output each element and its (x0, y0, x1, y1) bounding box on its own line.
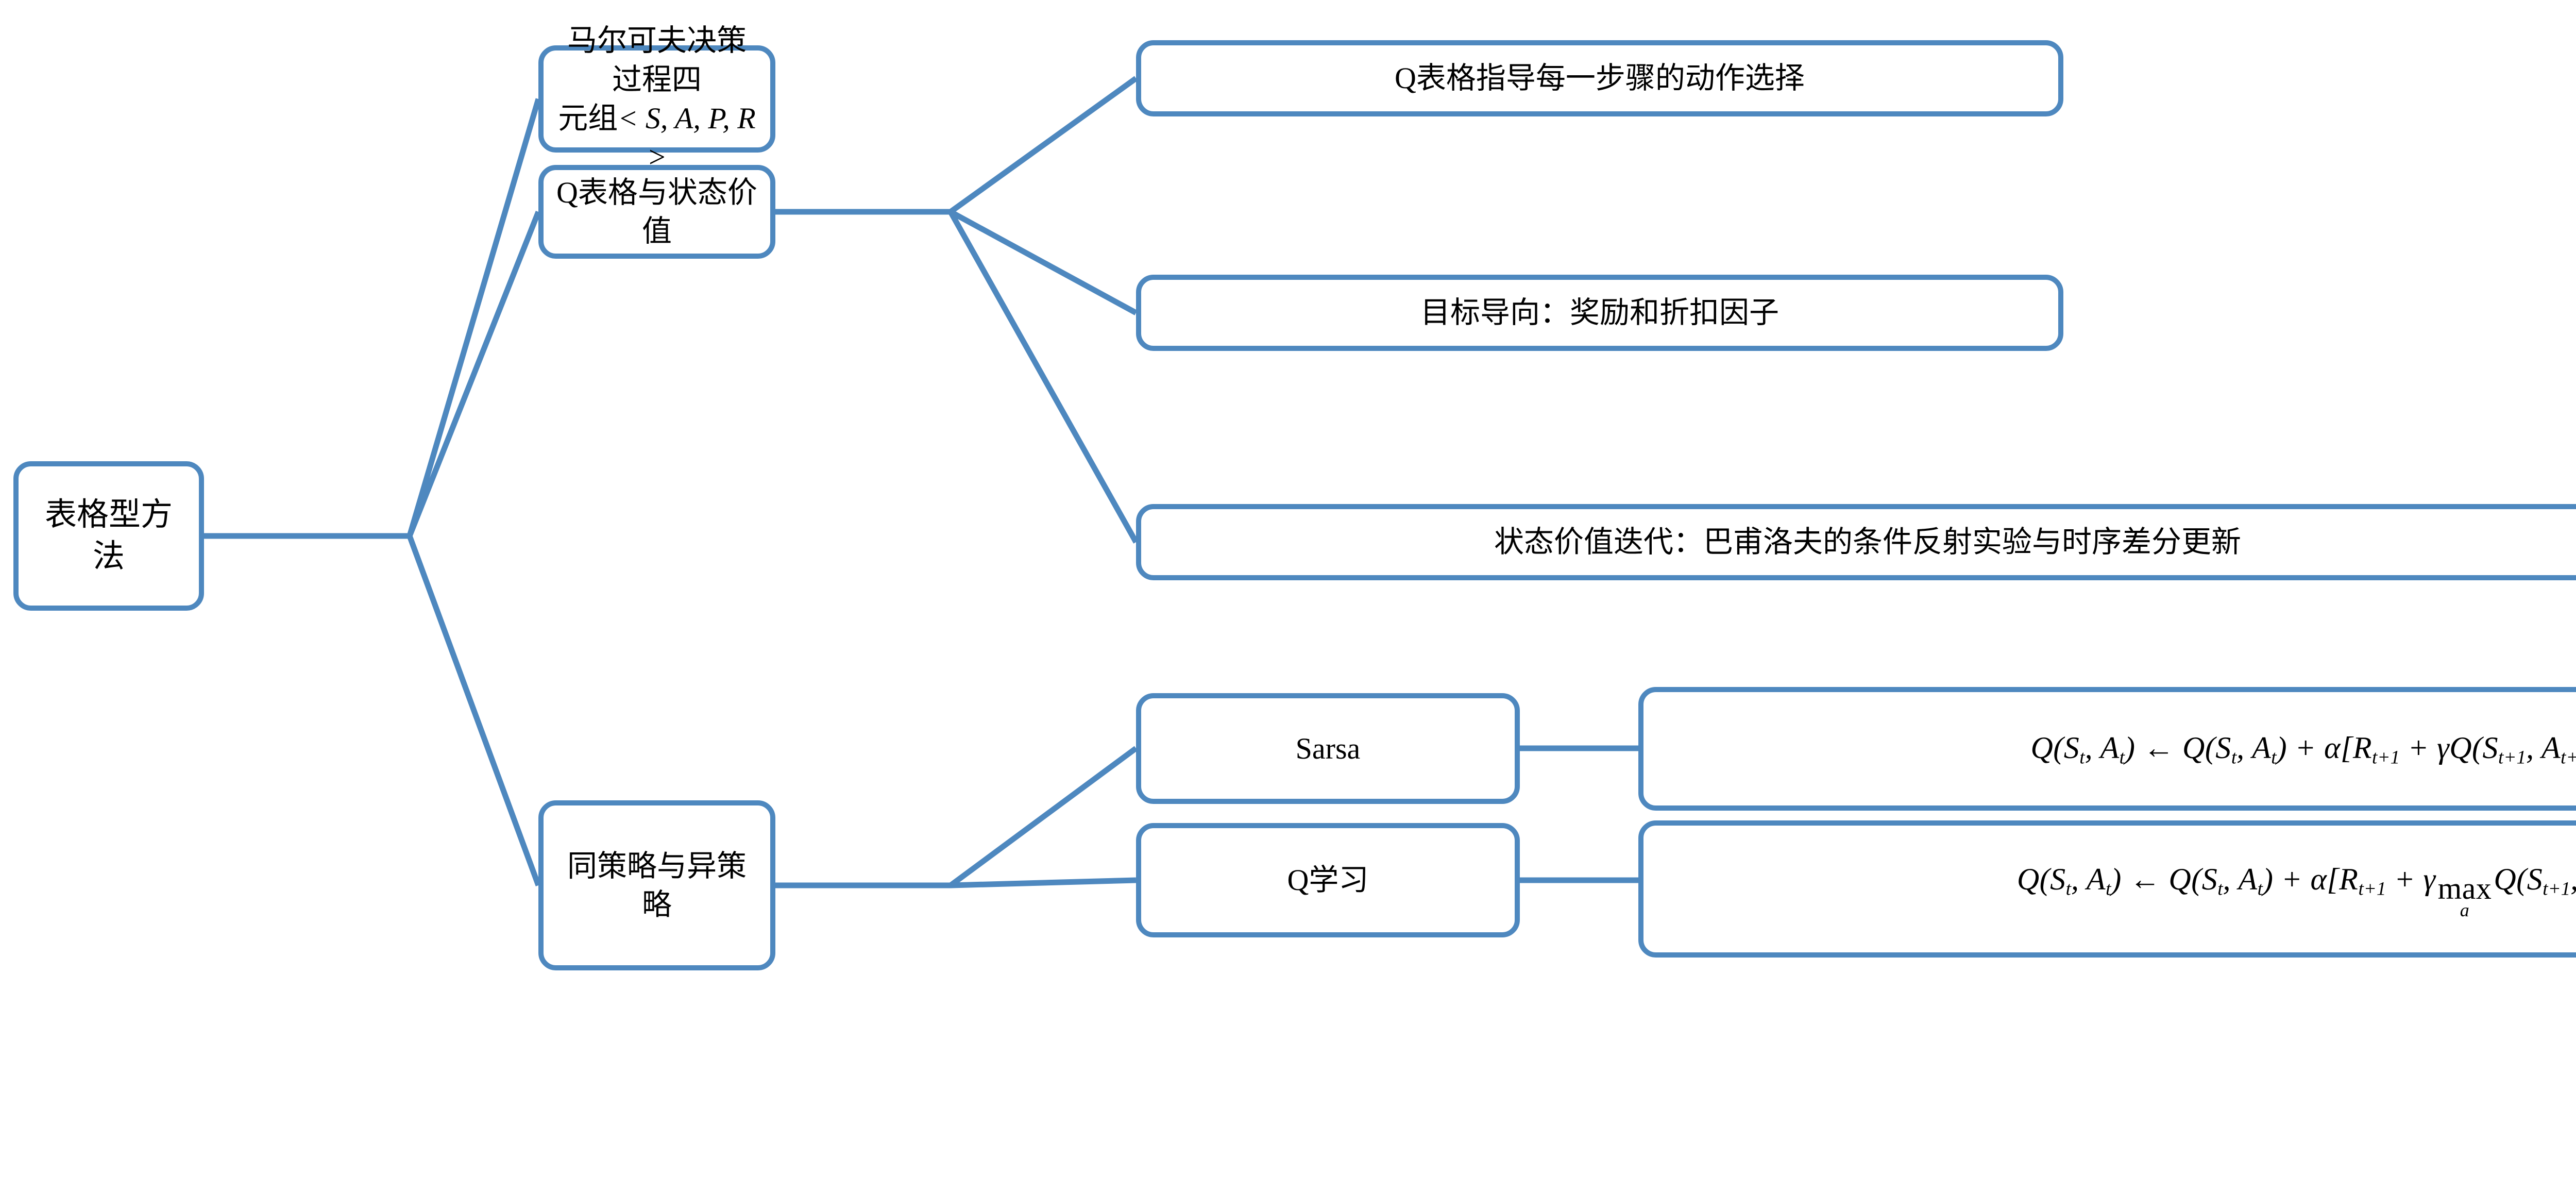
node-sarsa-label: Sarsa (1295, 731, 1361, 765)
node-root[interactable]: 表格型方法 (13, 461, 204, 611)
node-leaf3-label: 状态价值迭代：巴甫洛夫的条件反射实验与时序差分更新 (1494, 525, 2241, 559)
node-q-learning[interactable]: Q学习 (1136, 823, 1520, 937)
node-mdp-line2-prefix: 元组 (558, 102, 618, 135)
node-leaf2-label: 目标导向：奖励和折扣因子 (1420, 296, 1779, 330)
node-qlearn-label: Q学习 (1287, 863, 1369, 897)
node-mdp-label: 马尔可夫决策过程四 元组< S, A, P, R > (555, 21, 759, 177)
node-sarsa-update-formula[interactable]: Q(St, At) ← Q(St, At) + α[Rt+1 + γQ(St+1… (1638, 687, 2576, 811)
node-leaf1-label: Q表格指导每一步骤的动作选择 (1395, 61, 1805, 95)
node-mdp-tuple-math: < S, A, P, R > (618, 102, 756, 174)
edge-root-to-qtable (406, 210, 541, 538)
edge-policy-to-qlearn (950, 877, 1137, 888)
node-q-table-label: Q表格与状态价值 (556, 175, 757, 248)
node-state-value-iteration-pavlov-td[interactable]: 状态价值迭代：巴甫洛夫的条件反射实验与时序差分更新 (1136, 504, 2576, 580)
node-on-policy-off-policy[interactable]: 同策略与异策略 (538, 800, 775, 970)
node-sarsa[interactable]: Sarsa (1136, 693, 1520, 804)
edge-qtable-to-leaf1 (775, 76, 1138, 215)
node-policy-label: 同策略与异策略 (567, 849, 747, 921)
sarsa-formula-text: Q(St, At) ← Q(St, At) + α[Rt+1 + γQ(St+1… (2030, 730, 2576, 768)
node-root-label: 表格型方法 (44, 497, 173, 574)
edge-qtable-to-leaf2 (949, 209, 1138, 315)
edge-root-to-policy (406, 535, 541, 886)
node-q-table-guides-action-selection[interactable]: Q表格指导每一步骤的动作选择 (1136, 40, 2063, 116)
edge-qtable-to-leaf3 (948, 210, 1139, 544)
node-mdp-line1: 马尔可夫决策过程四 (567, 24, 747, 96)
edge-root-to-mdp (204, 98, 541, 539)
edge-policy-to-sarsa (775, 746, 1138, 888)
node-q-table-and-state-value[interactable]: Q表格与状态价值 (538, 165, 775, 259)
node-mdp[interactable]: 马尔可夫决策过程四 元组< S, A, P, R > (538, 24, 775, 174)
node-goal-oriented-reward-discount[interactable]: 目标导向：奖励和折扣因子 (1136, 275, 2063, 351)
